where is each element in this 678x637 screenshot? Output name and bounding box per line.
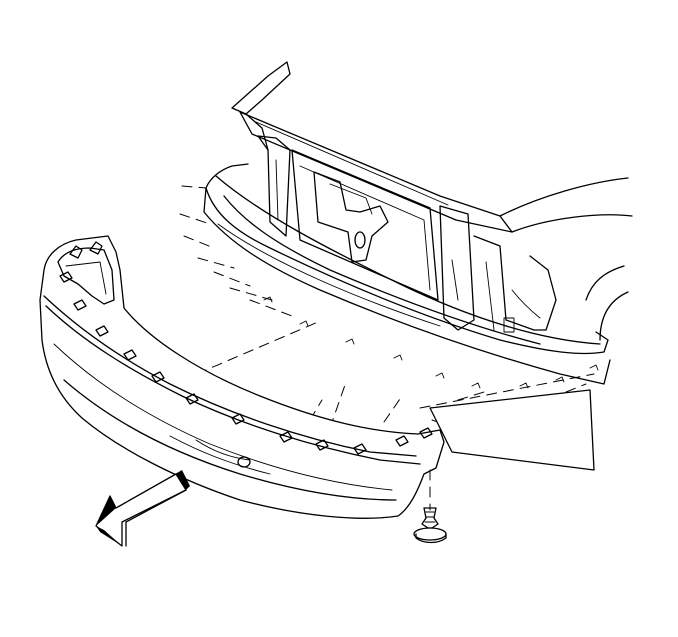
bumper-installed-position <box>203 163 611 389</box>
vehicle-front-end <box>215 61 633 345</box>
bumper-fascia-removed <box>39 235 445 519</box>
push-pin-retainer-icon <box>413 469 447 544</box>
bumper-clip-tabs <box>59 271 433 455</box>
front-direction-arrow-icon <box>95 470 190 547</box>
alignment-dashed-lines <box>149 185 595 453</box>
fender-liner-flap <box>429 389 595 471</box>
installed-clip-slots <box>263 296 599 389</box>
